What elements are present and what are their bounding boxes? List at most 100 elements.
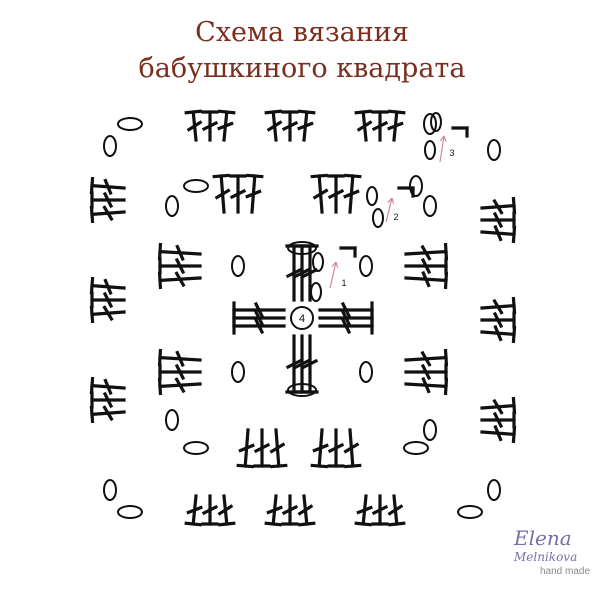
double-crochet-icon [480,224,517,244]
double-crochet-icon [89,205,126,224]
signature-tagline: hand made [540,566,591,577]
chain-stitch-icon [430,112,442,132]
double-crochet-icon [480,324,517,344]
chain-stitch-icon [423,113,437,135]
double-crochet-icon [297,494,316,527]
double-crochet-icon [327,428,345,468]
double-crochet-icon [297,109,316,142]
double-crochet-icon [404,242,449,261]
double-crochet-icon [212,173,231,214]
slip-stitch-icon [451,126,469,138]
chain-stitch-icon [359,361,373,383]
chain-stitch-icon [423,195,437,217]
double-crochet-icon [480,196,517,215]
chain-stitch-icon [183,441,209,455]
double-crochet-icon [354,109,373,142]
chain-stitch-icon [165,195,179,217]
row-number-3: 3 [449,148,454,158]
signature-name-last: Melnikova [514,550,578,564]
double-crochet-icon [404,376,449,396]
designer-signature: Elena Melnikova hand made [500,526,600,586]
double-crochet-icon [90,391,126,409]
double-crochet-icon [281,494,299,526]
double-crochet-icon [89,176,126,196]
row-number-1: 1 [341,278,346,288]
double-crochet-icon [253,428,271,468]
double-crochet-icon [480,411,516,429]
double-crochet-icon [89,376,126,396]
double-crochet-icon [404,270,449,290]
chain-stitch-icon [117,117,143,131]
chain-stitch-icon [423,419,437,441]
center-ring-icon [290,306,314,330]
double-crochet-icon [217,109,236,142]
double-crochet-icon [318,317,374,335]
double-crochet-icon [264,109,283,142]
chain-stitch-icon [103,135,117,157]
double-crochet-icon [404,348,449,367]
double-crochet-icon [245,173,264,214]
double-crochet-icon [158,363,202,381]
double-crochet-icon [89,305,126,324]
double-crochet-icon [157,271,202,290]
chain-stitch-icon [231,361,245,383]
chain-stitch-icon [103,479,117,501]
double-crochet-icon [480,211,516,229]
double-crochet-icon [90,291,126,309]
chain-stitch-icon [457,505,483,519]
double-crochet-icon [354,494,373,527]
double-crochet-icon [89,276,126,296]
double-crochet-icon [343,428,362,469]
chain-stitch-icon [372,208,384,228]
double-crochet-icon [157,348,202,368]
double-crochet-icon [89,405,126,424]
double-crochet-icon [184,494,203,527]
chain-stitch-icon [117,505,143,519]
double-crochet-icon [264,494,283,527]
double-crochet-icon [387,109,406,142]
double-crochet-icon [480,311,516,329]
signature-name-first: Elena [514,526,572,550]
double-crochet-icon [404,363,448,381]
double-crochet-icon [269,428,288,469]
chain-stitch-icon [487,139,501,161]
double-crochet-icon [236,428,255,469]
chain-stitch-icon [366,186,378,206]
double-crochet-icon [310,173,329,214]
chain-stitch-icon [424,140,436,160]
double-crochet-icon [404,257,448,275]
chain-stitch-icon [310,282,322,302]
chain-stitch-icon [359,255,373,277]
double-crochet-icon [201,494,219,526]
double-crochet-icon [281,110,299,142]
chain-stitch-icon [312,252,324,272]
double-crochet-icon [327,174,345,214]
chain-stitch-icon [409,175,423,197]
row-number-2: 2 [393,212,398,222]
chain-stitch-icon [183,179,209,193]
slip-stitch-icon [339,246,357,258]
chain-stitch-icon [403,441,429,455]
double-crochet-icon [310,428,329,469]
double-crochet-icon [480,296,517,315]
double-crochet-icon [480,424,517,444]
chain-stitch-icon [487,479,501,501]
center-ring-label: 4 [299,313,305,325]
diagram-title-line1: Схема вязания [195,17,409,48]
double-crochet-icon [90,191,126,209]
direction-arrow-icon [439,135,447,163]
chain-stitch-icon [287,383,317,397]
double-crochet-icon [371,110,389,142]
chain-stitch-icon [165,409,179,431]
double-crochet-icon [157,242,202,262]
direction-arrow-icon [385,197,395,223]
double-crochet-icon [229,174,247,214]
double-crochet-icon [184,109,203,142]
double-crochet-icon [201,110,219,142]
double-crochet-icon [157,377,202,396]
double-crochet-icon [387,494,406,527]
direction-arrow-icon [329,261,339,289]
diagram-title-line2: бабушкиного квадрата [138,53,466,84]
double-crochet-icon [371,494,389,526]
